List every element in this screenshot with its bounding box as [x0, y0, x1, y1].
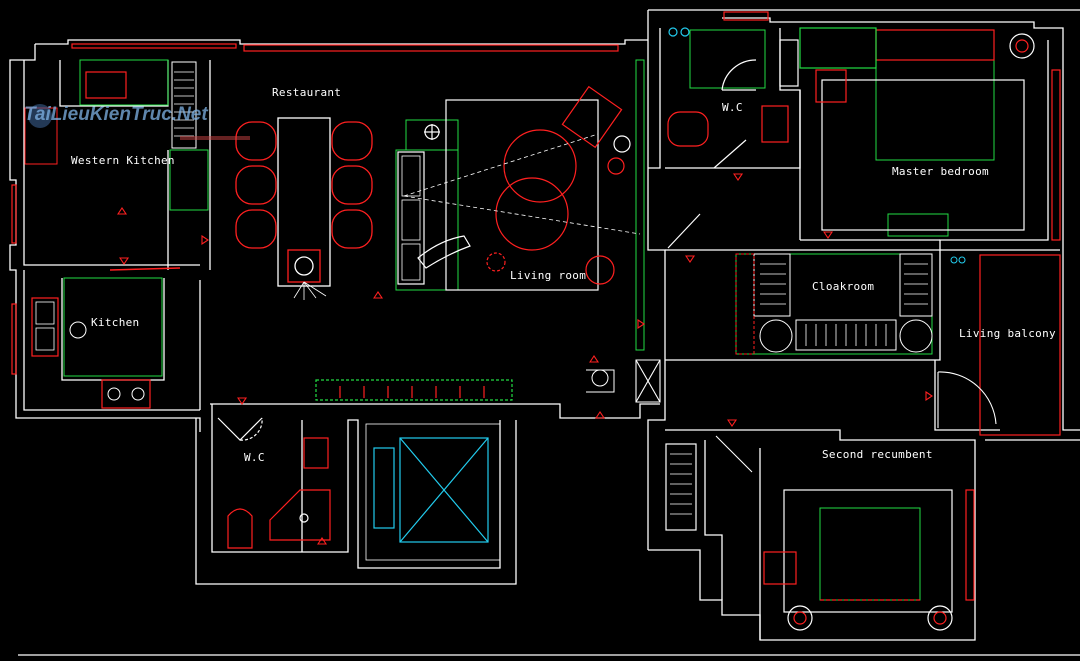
- view-markers: [116, 173, 933, 545]
- label-wc-lower: W.C: [244, 451, 265, 464]
- label-western-kitchen: Western Kitchen: [71, 154, 175, 167]
- label-kitchen: Kitchen: [91, 316, 140, 329]
- person-figure: [586, 369, 615, 393]
- watermark-underline: [180, 136, 250, 140]
- corridor-cabinet: [315, 379, 513, 401]
- label-cloakroom: Cloakroom: [812, 280, 875, 293]
- elevator-core: [365, 423, 501, 561]
- living-furniture: [397, 85, 641, 291]
- windows: [11, 11, 1061, 601]
- watermark-logo-icon: [28, 104, 52, 128]
- dining-set: [235, 117, 373, 300]
- label-restaurant: Restaurant: [272, 86, 342, 99]
- upper-wc-fixtures: [667, 27, 789, 249]
- label-living-balcony: Living balcony: [959, 327, 1056, 340]
- lower-wc-fixtures: [217, 417, 331, 549]
- balcony-door: [635, 359, 997, 473]
- label-second-recumbent: Second recumbent: [822, 448, 933, 461]
- cloakroom-storage: [735, 253, 966, 355]
- label-master-bedroom: Master bedroom: [892, 165, 989, 178]
- watermark-text: TaiLieuKienTruc.Net: [24, 104, 208, 125]
- second-bed: [665, 443, 953, 631]
- master-bed: [779, 27, 1035, 231]
- label-wc-upper: W.C: [722, 101, 743, 114]
- label-living-room: Living room: [510, 269, 587, 282]
